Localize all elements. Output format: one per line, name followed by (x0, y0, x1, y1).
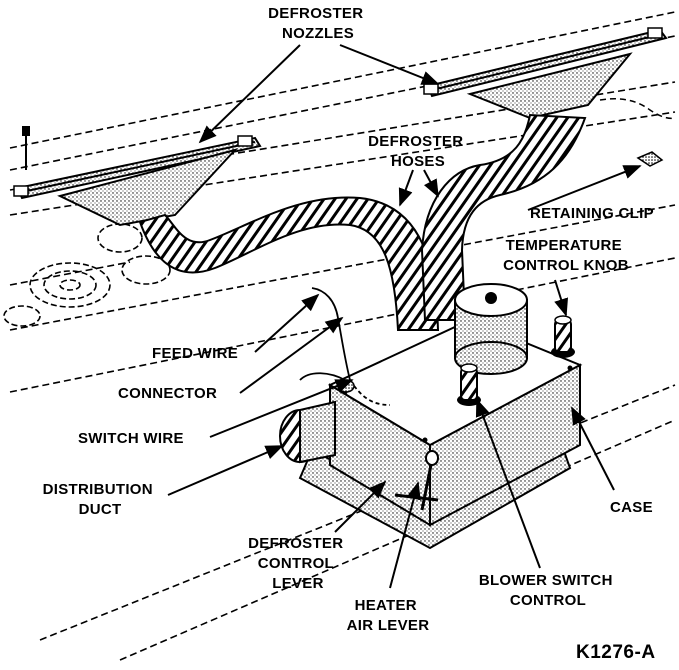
right-defroster-nozzle (423, 27, 668, 120)
figure-code: K1276-A (576, 642, 656, 663)
dash-panel-lines (9, 11, 676, 661)
blower-switch-knob (457, 363, 481, 406)
label-switch-wire: SWITCH WIRE (78, 430, 184, 447)
leader-lines (167, 44, 642, 589)
left-defroster-nozzle (13, 135, 262, 227)
temperature-knob (551, 315, 575, 358)
retaining-clip (636, 151, 664, 167)
label-defroster-nozzles: DEFROSTER NOZZLES (268, 5, 368, 42)
label-retaining-clip: RETAINING CLIP (530, 205, 654, 222)
label-case: CASE (610, 499, 653, 516)
label-heater-air-lever: HEATER AIR LEVER (347, 597, 430, 634)
label-distribution-duct: DISTRIBUTION DUCT (43, 481, 158, 518)
hidden-hose-outline (599, 98, 676, 120)
dash-openings (3, 223, 171, 327)
label-connector: CONNECTOR (118, 385, 217, 402)
distribution-duct (279, 400, 336, 464)
label-temperature-control-knob: TEMPERATURE CONTROL KNOB (503, 237, 629, 274)
label-defroster-control-lever: DEFROSTER CONTROL LEVER (248, 535, 348, 592)
label-feed-wire: FEED WIRE (152, 345, 238, 362)
label-defroster-hoses: DEFROSTER HOSES (368, 133, 468, 170)
blower-motor (454, 283, 528, 375)
heater-case (298, 318, 583, 550)
label-blower-switch-control: BLOWER SWITCH CONTROL (479, 572, 617, 609)
nozzle-screw (22, 126, 30, 170)
